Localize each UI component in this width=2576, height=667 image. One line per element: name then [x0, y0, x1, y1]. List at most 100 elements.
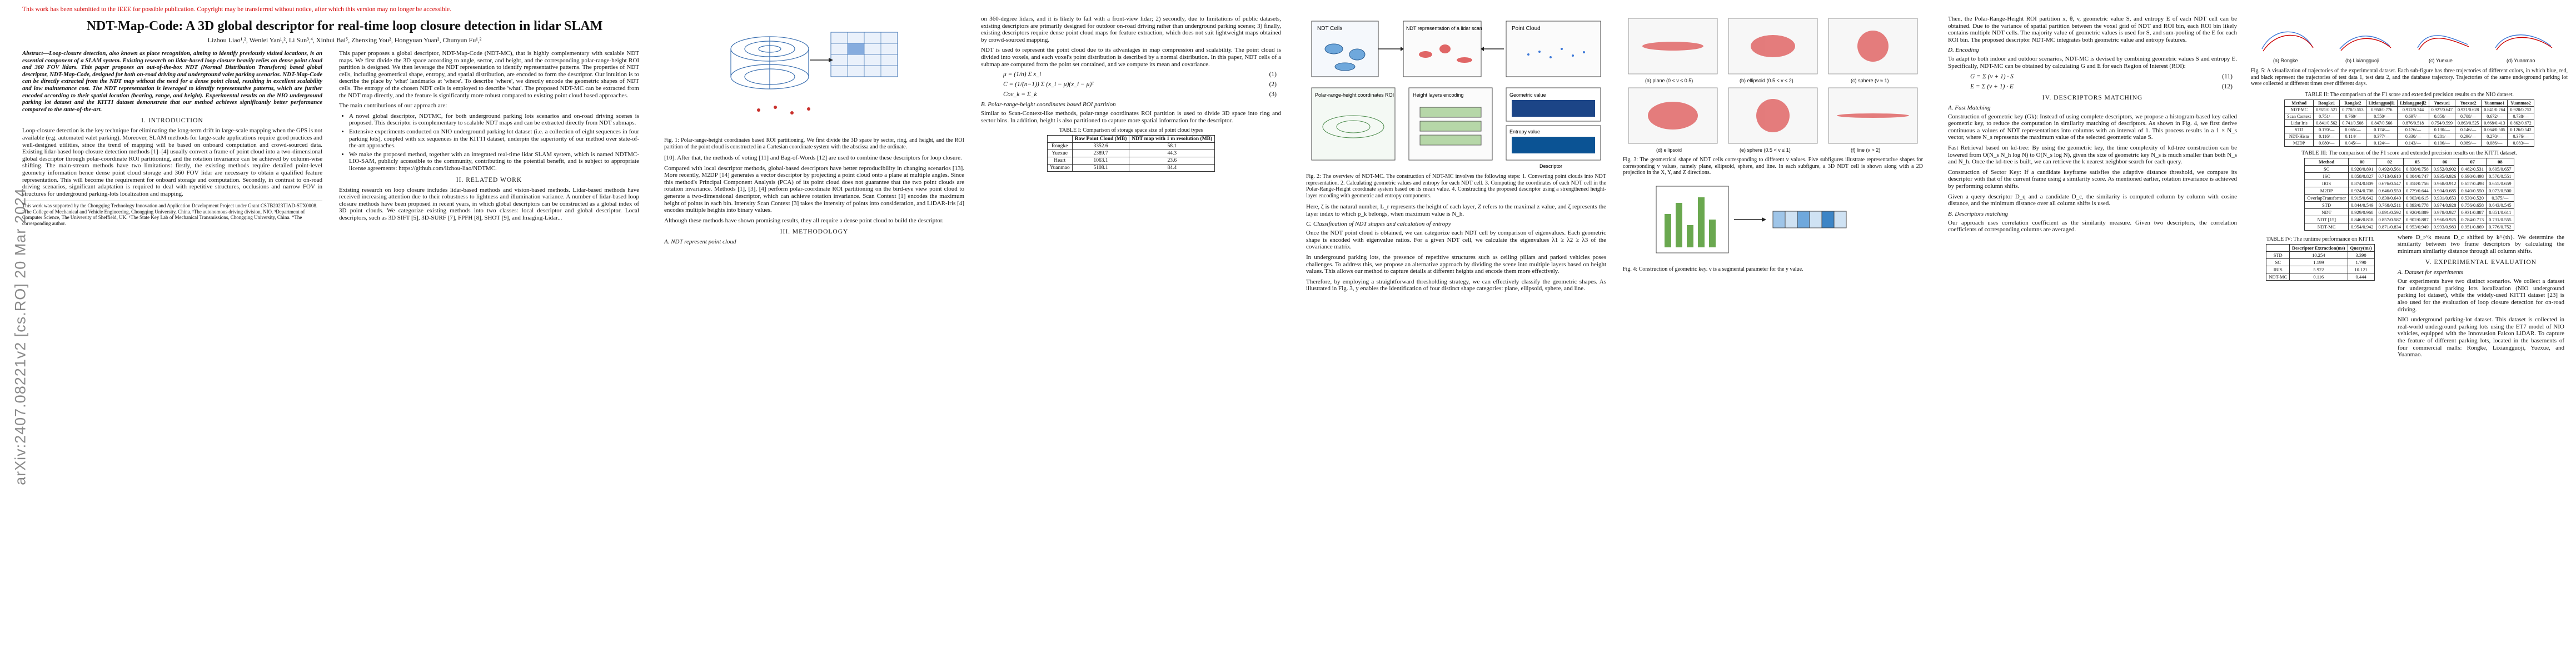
geometric-key-figure [1656, 186, 1847, 253]
section-heading: III. METHODOLOGY [780, 228, 849, 236]
table-cell: 0.858/0.756 [2403, 179, 2431, 187]
table-header-cell: 06 [2430, 157, 2459, 166]
paragraph: NIO underground parking-lot dataset. Thi… [2398, 316, 2564, 359]
table-header-cell: Yuanmao2 [2507, 99, 2534, 107]
table-cell: 0.065/— [2339, 126, 2366, 133]
list-item: Extensive experiments conducted on NIO u… [349, 128, 639, 150]
page2-right-column: on 360-degree lidars, and it is likely t… [981, 16, 1281, 175]
table-cell: 0.570/0.551 [2486, 172, 2514, 180]
table-cell: 0.045/— [2339, 139, 2366, 147]
table-header-cell: Lixiangguoji1 [2365, 99, 2398, 107]
list-item: We make the proposed method, together wi… [349, 151, 639, 172]
table-cell: 1.790 [2347, 258, 2375, 266]
subfigure-label: (e) sphere (0.5 < v ≤ 1) [1740, 147, 1791, 153]
table-cell: 0.993/0.983 [2430, 222, 2459, 231]
table-cell: 0.376/— [2507, 132, 2534, 140]
table-cell: 0.124/— [2365, 139, 2398, 147]
page-3: NDT Cells NDT representation of a lidar … [1306, 0, 1951, 667]
table-caption: TABLE II: The comparison of the F1 score… [2304, 91, 2514, 98]
paragraph: Our approach uses correlation coefficien… [1948, 219, 2237, 233]
table-cell: 0.924/0.708 [2348, 186, 2376, 195]
figure-caption: Fig. 4: Construction of geometric key. v… [1623, 266, 1803, 272]
table-cell: 0.903/0.615 [2403, 193, 2431, 202]
table-header-cell [1047, 135, 1073, 143]
table-cell: 0.920/0.889 [2403, 208, 2431, 216]
diagram-label: Descriptor [1539, 163, 1562, 169]
table-cell: Lidar Iris [2284, 119, 2314, 127]
table-cell: Scan Context [2284, 112, 2314, 120]
table-cell: 0.550/— [2365, 112, 2398, 120]
subfigure-label: (d) Yuanmao [2507, 58, 2535, 63]
subfigure-label: (a) plane (0 < v ≤ 0.5) [1645, 78, 1693, 83]
table-cell: 2389.7 [1072, 150, 1130, 158]
table-cell: 0.874/0.809 [2348, 179, 2376, 187]
table-header-cell: Rongke1 [2313, 99, 2340, 107]
subfigure-label: (f) line (v > 2) [1851, 147, 1880, 153]
table-cell: 3352.6 [1072, 142, 1130, 151]
table-cell: 0.646/0.550 [2375, 186, 2404, 195]
table-cell: 0.779/0.644 [2403, 186, 2431, 195]
table-cell: 0.804/0.747 [2403, 172, 2431, 180]
table-cell: 0.841/0.562 [2313, 119, 2340, 127]
table-cell: NDT-MC [2304, 222, 2349, 231]
table-cell: 0.713/0.610 [2375, 172, 2404, 180]
subfigure-label: (b) ellipsoid (0.5 < v ≤ 2) [1740, 78, 1793, 83]
subsection-heading: A. NDT represent point cloud [664, 238, 736, 246]
table-cell: 58.1 [1129, 142, 1215, 151]
table-header-cell: Raw Point Cloud (MB) [1072, 135, 1130, 143]
figure-caption: Fig. 2: The overview of NDT-MC. The cons… [1306, 173, 1606, 199]
section-heading: IV. DESCRIPTORS MATCHING [2042, 94, 2143, 101]
table-cell: 0.902/0.887 [2403, 215, 2431, 223]
table-cell: 0.668/0.413 [2481, 119, 2508, 127]
table-cell: 1063.1 [1072, 157, 1130, 165]
diagram-label: Height layers encoding [1413, 92, 1464, 98]
table-cell: 0.751/— [2313, 112, 2340, 120]
table-cell: 0.655/0.659 [2486, 179, 2514, 187]
table-header-cell: Method [2284, 99, 2314, 107]
table-cell: 0.951/0.869 [2458, 222, 2487, 231]
equation: Cov_k = Σ_k(3) [1003, 91, 1277, 98]
table-cell: 0.444 [2347, 272, 2375, 281]
table-cell: 0.143/— [2397, 139, 2429, 147]
figure-caption: Fig. 1: Polar-range-height coordinates b… [664, 137, 964, 150]
table-cell: M2DP [2284, 139, 2314, 147]
subsection-heading: B. Polar-range-height coordinates based … [981, 101, 1116, 108]
paragraph: Construction of geometric key (Gk): Inst… [1948, 113, 2237, 141]
table-cell: 0.377/— [2365, 132, 2398, 140]
table-cell: 0.931/0.887 [2458, 208, 2487, 216]
table-cell: 0.770/0.553 [2339, 106, 2366, 113]
figure-5: (a) Rongke (b) Lixiangguoji (c) Yuexue (… [2251, 16, 2568, 66]
paragraph: In underground parking lots, the presenc… [1306, 253, 1606, 275]
table-cell: 1.199 [2289, 258, 2348, 266]
table-cell: 0.697/— [2397, 112, 2429, 120]
table-cell: 0.862/0.672 [2507, 119, 2534, 127]
table-caption: TABLE I: Comparison of storage space siz… [1059, 127, 1203, 134]
table-cell: 0.950/0.776 [2365, 106, 2398, 113]
figure-caption: Fig. 3: The geometrical shape of NDT cel… [1623, 157, 1923, 176]
page-2: Fig. 1: Polar-range-height coordinates b… [664, 0, 1309, 667]
table-cell: 0.089/— [2455, 139, 2482, 147]
table-cell: 3.390 [2347, 251, 2375, 259]
table-cell: 0.738/— [2507, 112, 2534, 120]
subfigure-label: (a) Rongke [2273, 58, 2298, 63]
table-cell: 0.064/0.505 [2481, 126, 2508, 133]
table-cell: 0.296/— [2455, 132, 2482, 140]
table-cell: 0.954/0.942 [2348, 222, 2376, 231]
table-cell: OverlapTransformer [2304, 193, 2349, 202]
table-cell: IRIS [2266, 265, 2290, 273]
page3-right-column: (a) plane (0 < v ≤ 0.5) (b) ellipsoid (0… [1623, 16, 1923, 277]
table-cell: STD [2284, 126, 2314, 133]
table-cell: 0.605/0.657 [2486, 165, 2514, 173]
table-cell: 0.876/0.518 [2397, 119, 2429, 127]
table-header-cell: 05 [2403, 157, 2431, 166]
paragraph: [10]. After that, the methods of voting … [664, 155, 962, 161]
paragraph: This paper proposes a global descriptor,… [339, 50, 639, 99]
table-cell: 0.174/— [2365, 126, 2398, 133]
subsection-heading: A. Fast Matching [1948, 104, 1991, 111]
